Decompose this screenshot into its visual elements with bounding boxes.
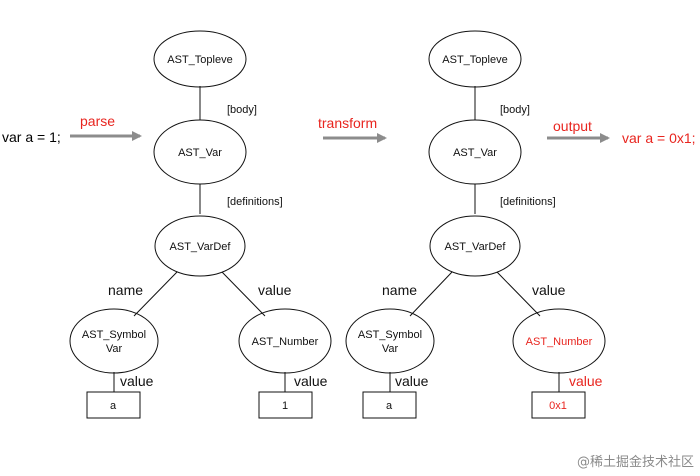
edge-label-value: value	[258, 282, 292, 298]
left-tree	[69, 30, 332, 419]
node-symbol-label-2-r: Var	[382, 343, 399, 355]
edge-label-number-value-r: value	[569, 373, 603, 389]
edge-label-number-value: value	[294, 373, 328, 389]
edge-label-symbol-value: value	[120, 373, 154, 389]
node-toplevel-label: AST_Topleve	[167, 54, 232, 66]
value-box-number-r	[531, 391, 586, 419]
node-number	[238, 308, 332, 374]
node-symbol-r	[345, 308, 435, 374]
watermark: @稀土掘金技术社区	[577, 454, 694, 470]
node-var	[153, 119, 247, 185]
node-var-label: AST_Var	[178, 147, 222, 159]
edge-label-body-r: [body]	[500, 104, 530, 116]
node-vardef	[154, 215, 246, 277]
node-toplevel-label-r: AST_Topleve	[442, 54, 507, 66]
edge-label-name: name	[108, 282, 143, 298]
node-symbol-label-1: AST_Symbol	[82, 329, 146, 341]
node-var-r	[428, 119, 522, 185]
edge-label-definitions: [definitions]	[227, 196, 283, 208]
edge-vardef-symbol-r	[409, 271, 453, 317]
value-box-symbol-r	[362, 391, 417, 419]
node-number-r	[512, 308, 606, 374]
output-code: var a = 0x1;	[622, 130, 696, 146]
edge-label-symbol-value-r: value	[395, 373, 429, 389]
node-symbol-label-1-r: AST_Symbol	[358, 329, 422, 341]
node-number-label-r: AST_Number	[526, 336, 593, 348]
node-symbol-label-2: Var	[106, 343, 123, 355]
edge-vardef-number	[221, 271, 266, 317]
node-vardef-r	[429, 215, 521, 277]
step-parse-label: parse	[80, 113, 115, 129]
node-toplevel	[153, 30, 247, 88]
edge-label-definitions-r: [definitions]	[500, 196, 556, 208]
edge-label-name-r: name	[382, 282, 417, 298]
input-code: var a = 1;	[2, 129, 61, 145]
value-number-text: 1	[282, 400, 288, 412]
edge-label-value-r: value	[532, 282, 566, 298]
step-output-label: output	[553, 118, 592, 134]
node-vardef-label-r: AST_VarDef	[445, 241, 507, 253]
value-box-number	[258, 391, 313, 419]
node-vardef-label: AST_VarDef	[170, 241, 232, 253]
node-symbol	[69, 308, 159, 374]
value-number-text-r: 0x1	[549, 400, 567, 412]
edge-vardef-symbol	[133, 271, 178, 317]
value-symbol-text: a	[110, 400, 117, 412]
node-toplevel-r	[428, 30, 522, 88]
node-number-label: AST_Number	[252, 336, 319, 348]
value-symbol-text-r: a	[386, 400, 393, 412]
right-tree	[345, 30, 606, 419]
edge-vardef-number-r	[496, 271, 541, 317]
value-box-symbol	[86, 391, 141, 419]
node-var-label-r: AST_Var	[453, 147, 497, 159]
step-transform-label: transform	[318, 115, 377, 131]
edge-label-body: [body]	[227, 104, 257, 116]
